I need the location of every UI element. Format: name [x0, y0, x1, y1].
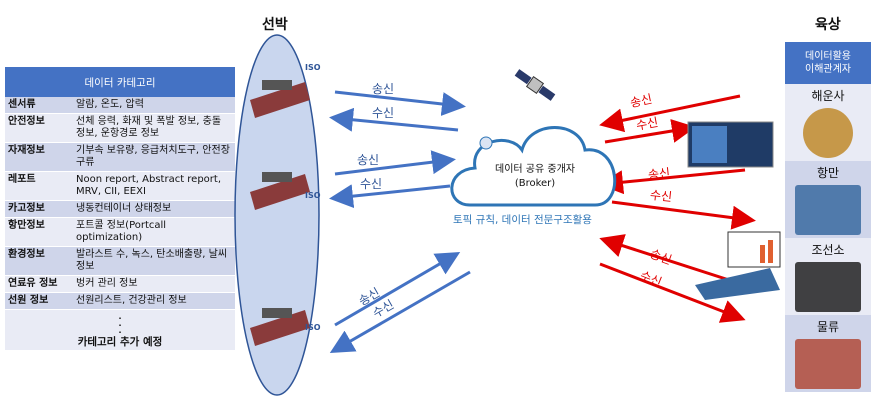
category-key: 자재정보 [5, 142, 73, 172]
satellite-icon [514, 69, 556, 101]
stakeholder-3: 조선소 [785, 238, 871, 315]
category-value: 냉동컨테이너 상태정보 [73, 200, 235, 218]
receive-arrow [611, 200, 756, 230]
category-key: 안전정보 [5, 113, 73, 143]
land-title: 육상 [815, 17, 841, 33]
category-key: 카고정보 [5, 200, 73, 218]
receive-arrow [329, 107, 459, 132]
ship-ellipse [234, 34, 320, 396]
category-value: 선체 응력, 화재 및 폭발 정보, 충돌 정보, 운항경로 정보 [73, 113, 235, 143]
monitor-dashboard-icon [687, 121, 774, 168]
category-value: 포트콜 정보(Portcall optimization) [73, 217, 235, 247]
iso-logo: ISO [305, 323, 321, 332]
send-arrow [334, 251, 461, 327]
ship-wheel-icon [803, 108, 853, 158]
receive-label: 수신 [649, 187, 673, 205]
category-key: 선원 정보 [5, 292, 73, 310]
ship-icon [250, 308, 310, 346]
category-value: 선원리스트, 건강관리 정보 [73, 292, 235, 310]
server-icon [479, 136, 493, 150]
category-table-header: 데이터 카테고리 [5, 67, 235, 97]
shipyard-crane-icon [795, 262, 861, 312]
category-value: 기부속 보유량, 응급처치도구, 안전장구류 [73, 142, 235, 172]
receive-arrow [599, 262, 746, 323]
category-footer: · · ·카테고리 추가 예정 [5, 309, 235, 351]
iso-logo: ISO [305, 191, 321, 200]
broker-subtitle: (Broker) [514, 178, 556, 189]
category-key: 환경정보 [5, 246, 73, 276]
send-arrow [599, 168, 746, 195]
category-value: 알람, 온도, 압력 [73, 97, 235, 114]
send-label: 송신 [372, 82, 395, 96]
receive-arrow [329, 184, 451, 209]
ship-icon [250, 80, 310, 118]
send-arrow [599, 94, 741, 133]
stakeholder-2: 항만 [785, 161, 871, 238]
receive-label: 수신 [360, 177, 383, 191]
laptop-analytics-icon [695, 231, 781, 300]
send-label: 송신 [647, 165, 671, 183]
receive-arrow [604, 119, 696, 144]
ship-title: 선박 [262, 17, 288, 33]
category-key: 센서류 [5, 97, 73, 114]
category-footer-text: 카테고리 추가 예정 [77, 336, 163, 348]
receive-label: 수신 [372, 106, 395, 120]
receive-arrow [329, 270, 471, 354]
category-key: 연료유 정보 [5, 275, 73, 293]
stakeholder-column: 데이터활용 이해관계자 해운사 항만 조선소 물류 [785, 42, 871, 392]
category-value: 벙커 관리 정보 [73, 275, 235, 293]
category-key: 레포트 [5, 171, 73, 201]
port-container-icon [795, 185, 861, 235]
send-arrow [334, 90, 466, 116]
broker-caption: 토픽 규칙, 데이터 전문구조활용 [453, 214, 592, 226]
category-value: 발라스트 수, 녹스, 탄소배출량, 날씨 정보 [73, 246, 235, 276]
logistics-icon [795, 339, 861, 389]
stakeholder-label: 조선소 [811, 243, 845, 257]
stakeholder-label: 항만 [816, 166, 840, 180]
category-value: Noon report, Abstract report, MRV, CII, … [73, 171, 235, 201]
send-arrow [334, 150, 456, 176]
broker-cloud [450, 126, 617, 207]
stakeholder-label: 해운사 [811, 89, 845, 103]
stakeholder-4: 물류 [785, 315, 871, 392]
ellipsis: · · · [118, 314, 122, 337]
category-key: 항만정보 [5, 217, 73, 247]
ship-icon [250, 172, 310, 210]
stakeholder-header: 데이터활용 이해관계자 [785, 42, 871, 84]
broker-title: 데이터 공유 중개자 [495, 164, 575, 175]
iso-logo: ISO [305, 63, 321, 72]
broker-label: 데이터 공유 중개자 (Broker) [455, 163, 615, 191]
send-label: 송신 [357, 153, 380, 167]
stakeholder-1: 해운사 [785, 84, 871, 161]
stakeholder-label: 물류 [816, 320, 840, 334]
